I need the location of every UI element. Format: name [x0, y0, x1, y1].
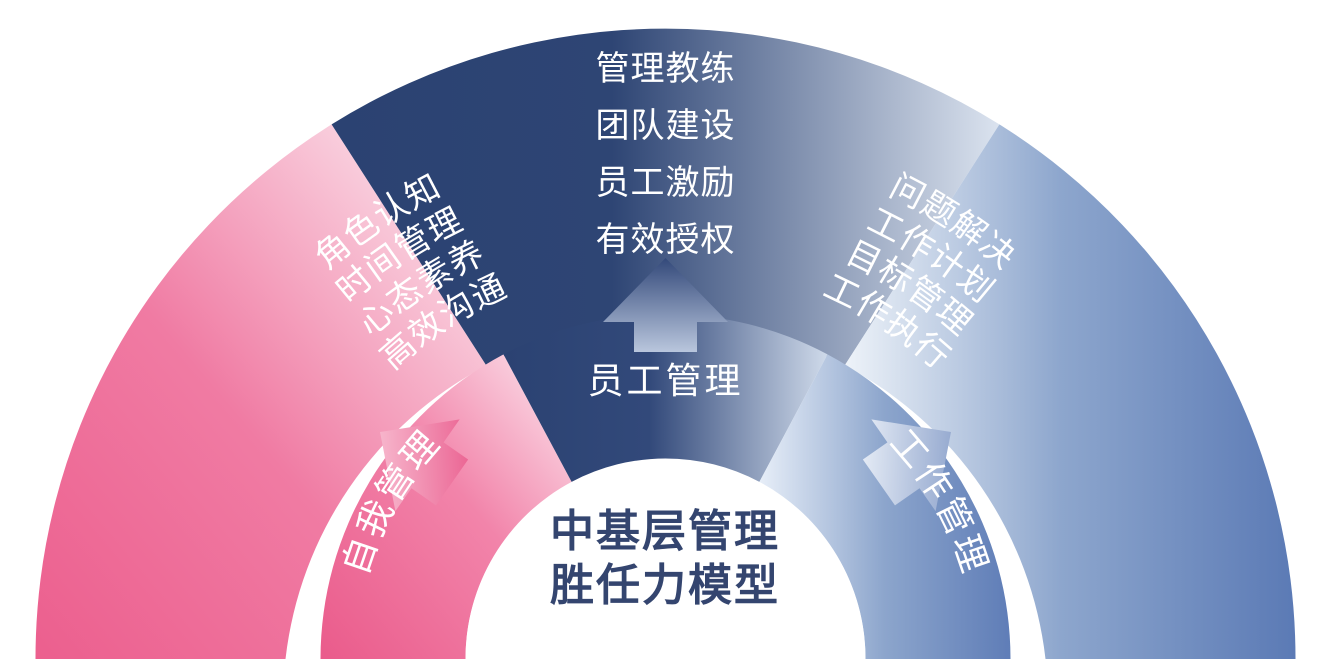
inner-ring: [320, 313, 1011, 659]
progression-arrows: [380, 258, 951, 512]
outer-label-people-1: 管理教练: [596, 49, 736, 89]
outer-segment-self-management[interactable]: [35, 124, 487, 659]
inner-label-people-management: 员工管理: [587, 361, 743, 402]
outer-labels-people-management: 管理教练 团队建设 员工激励 有效授权: [596, 49, 736, 260]
page-title: 中基层管理 胜任力模型: [465, 505, 865, 613]
inner-segment-work-management[interactable]: [759, 354, 1011, 659]
inner-segment-self-management[interactable]: [320, 354, 572, 659]
page-title-line-1: 中基层管理: [550, 506, 780, 557]
page-title-line-2: 胜任力模型: [550, 560, 780, 612]
arrow-self-management-icon: [380, 419, 469, 512]
outer-label-people-2: 团队建设: [596, 106, 736, 146]
arrow-work-management-icon: [862, 419, 951, 512]
outer-label-people-4: 有效授权: [596, 220, 736, 260]
center-core: [465, 458, 866, 659]
arrow-people-management-icon: [603, 258, 728, 352]
inner-segment-people-management[interactable]: [503, 313, 828, 482]
outer-segment-work-management[interactable]: [844, 124, 1296, 659]
outer-segment-people-management[interactable]: [331, 28, 1000, 366]
outer-ring: [35, 28, 1296, 659]
outer-label-people-3: 员工激励: [596, 163, 736, 203]
